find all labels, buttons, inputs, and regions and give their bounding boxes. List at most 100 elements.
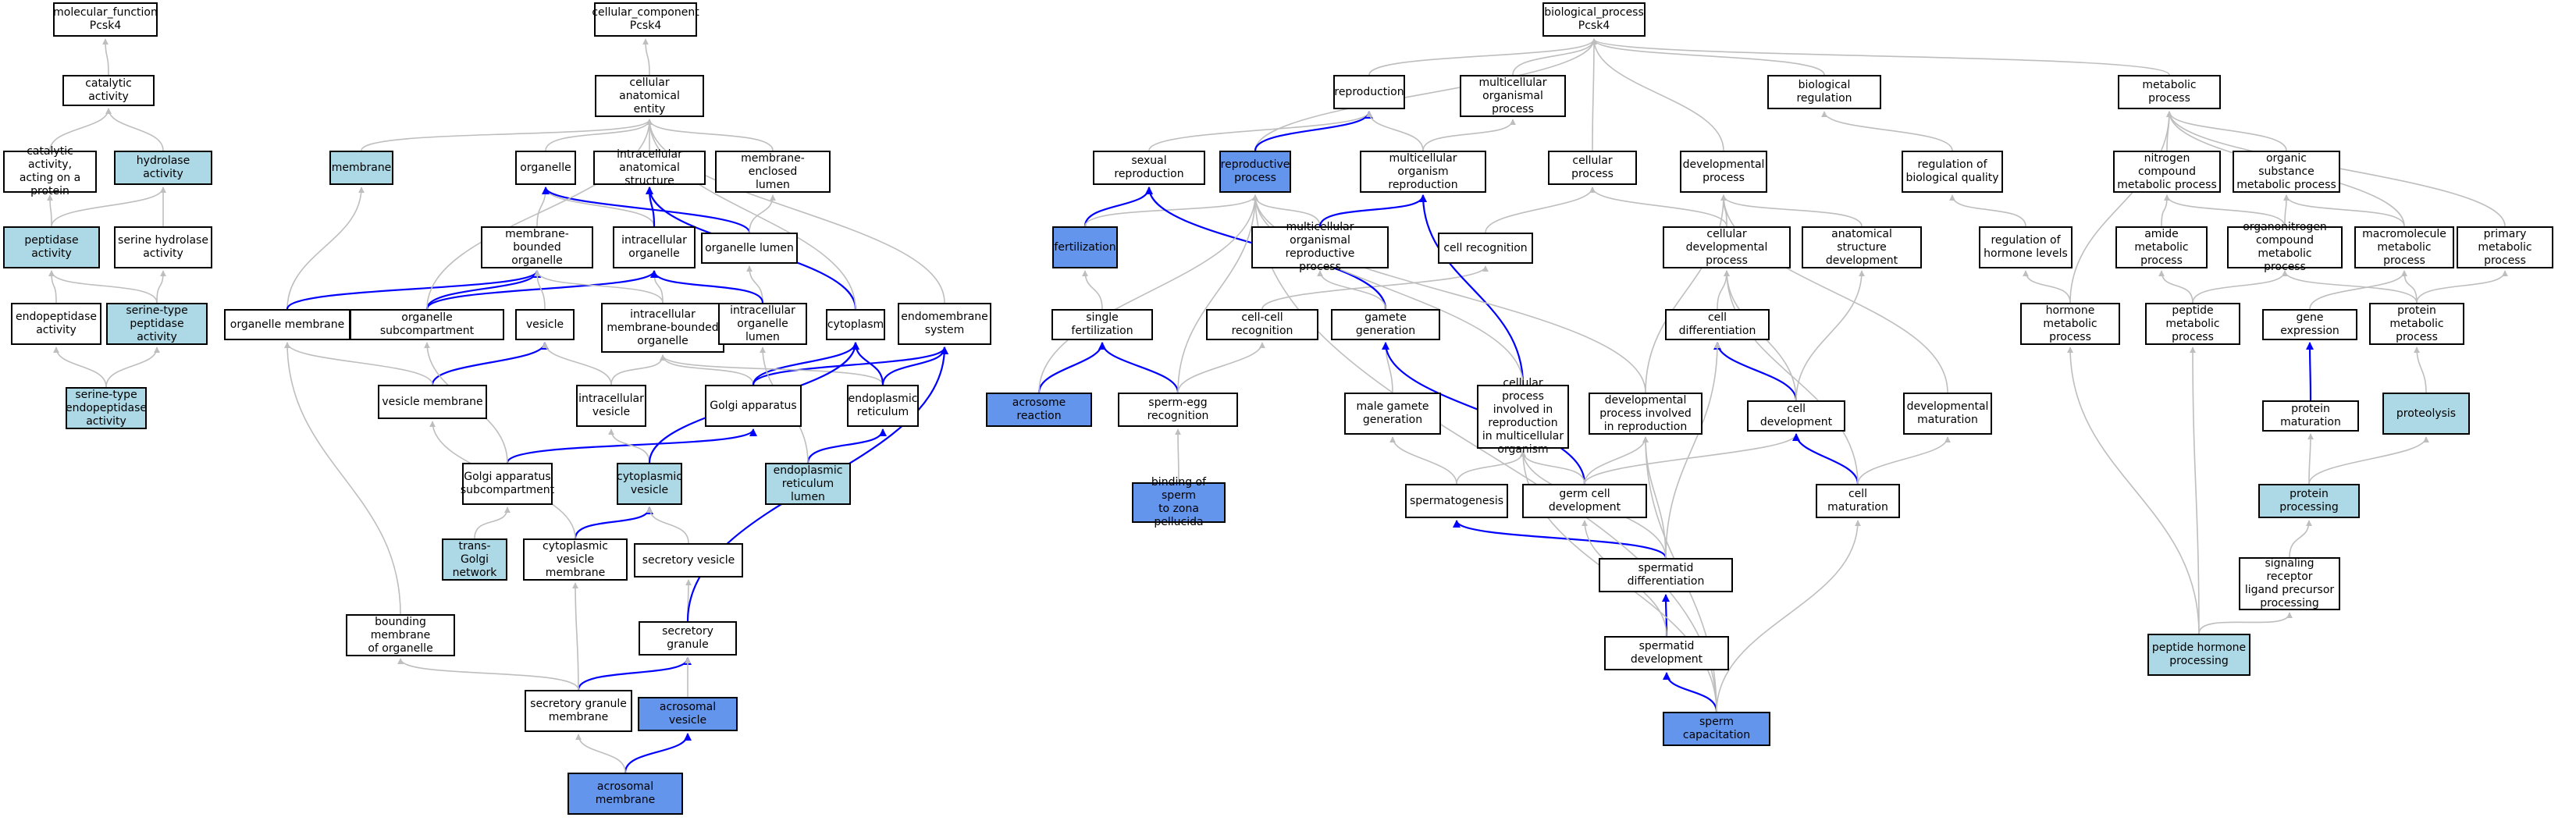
node-acrosomal-vesicle[interactable]: acrosomal vesicle [638, 697, 738, 731]
node-regulation-of-hormone-levels[interactable]: regulation of hormone levels [1979, 226, 2073, 268]
node-cellular-anatomical-entity[interactable]: cellular anatomical entity [595, 75, 704, 117]
node-biological-regulation[interactable]: biological regulation [1767, 75, 1881, 109]
node-secretory-granule-membrane[interactable]: secretory granule membrane [525, 690, 632, 732]
node-cellular-developmental-process[interactable]: cellular developmental process [1663, 226, 1791, 268]
edge-mel-to-cae [646, 119, 774, 151]
node-cell-cell-recognition[interactable]: cell-cell recognition [1206, 309, 1318, 340]
node-germ-cell-development[interactable]: germ cell development [1522, 484, 1647, 518]
node-protein-metabolic-process[interactable]: protein metabolic process [2369, 303, 2464, 345]
node-organelle-membrane[interactable]: organelle membrane [224, 309, 350, 340]
node-binding-of-sperm-to-zona-pellucida[interactable]: binding of sperm to zona pellucida [1132, 476, 1226, 528]
node-reproduction[interactable]: reproduction [1333, 75, 1405, 109]
node-sperm-capacitation[interactable]: sperm capacitation [1663, 712, 1770, 746]
node-spermatid-differentiation[interactable]: spermatid differentiation [1599, 558, 1733, 592]
node-sperm-egg-recognition[interactable]: sperm-egg recognition [1118, 393, 1238, 427]
node-vesicle-membrane[interactable]: vesicle membrane [378, 385, 487, 419]
edge-cd-to-cdp [1717, 270, 1730, 310]
node-amide-metabolic-process[interactable]: amide metabolic process [2115, 226, 2208, 268]
node-multicellular-organism-reproduction[interactable]: multicellular organism reproduction [1360, 151, 1486, 193]
node-cytoplasmic-vesicle-membrane[interactable]: cytoplasmic vesicle membrane [523, 538, 628, 581]
node-acrosomal-membrane[interactable]: acrosomal membrane [568, 773, 683, 815]
node-developmental-process-in-reproduction[interactable]: developmental process involved in reprod… [1589, 393, 1703, 435]
edge-cellproc-to-bp_root [1590, 38, 1597, 151]
node-gene-expression[interactable]: gene expression [2262, 309, 2357, 340]
node-cytoplasm[interactable]: cytoplasm [826, 309, 885, 340]
edge-morp-to-repproc [1252, 194, 1321, 227]
node-organic-substance-metabolic-process[interactable]: organic substance metabolic process [2233, 151, 2340, 193]
node-golgi-apparatus[interactable]: Golgi apparatus [705, 385, 802, 427]
edge-celldev-to-asd [1795, 270, 1865, 401]
edge-ser-to-ccr [1177, 342, 1265, 393]
node-serine-type-endopeptidase-activity[interactable]: serine-type endopeptidase activity [66, 387, 147, 429]
node-regulation-of-biological-quality[interactable]: regulation of biological quality [1902, 151, 2003, 193]
node-hormone-metabolic-process[interactable]: hormone metabolic process [2020, 303, 2120, 345]
node-metabolic-process[interactable]: metabolic process [2118, 75, 2221, 109]
node-cytoplasmic-vesicle[interactable]: cytoplasmic vesicle [617, 463, 682, 505]
node-sexual-reproduction[interactable]: sexual reproduction [1093, 151, 1205, 185]
edge-gcd-to-celldev [1584, 433, 1799, 485]
node-membrane-bounded-organelle[interactable]: membrane-bounded organelle [481, 226, 593, 268]
node-intracellular-anatomical-structure[interactable]: intracellular anatomical structure [593, 148, 706, 187]
node-biological-process-root[interactable]: biological_process Pcsk4 [1542, 2, 1646, 37]
node-membrane-enclosed-lumen[interactable]: membrane-enclosed lumen [715, 151, 831, 193]
node-endoplasmic-reticulum[interactable]: endoplasmic reticulum [847, 385, 919, 427]
node-primary-metabolic-process[interactable]: primary metabolic process [2457, 226, 2553, 268]
node-spermatid-development[interactable]: spermatid development [1604, 636, 1729, 670]
node-cell-maturation[interactable]: cell maturation [1816, 484, 1900, 518]
node-developmental-maturation[interactable]: developmental maturation [1903, 393, 1992, 435]
node-membrane[interactable]: membrane [329, 151, 393, 185]
node-hydrolase-activity[interactable]: hydrolase activity [114, 151, 212, 185]
node-endoplasmic-reticulum-lumen[interactable]: endoplasmic reticulum lumen [765, 463, 851, 505]
node-vesicle[interactable]: vesicle [515, 309, 575, 340]
node-nitrogen-compound-metabolic-process[interactable]: nitrogen compound metabolic process [2113, 151, 2221, 193]
node-gamete-generation[interactable]: gamete generation [1331, 309, 1440, 340]
node-fertilization[interactable]: fertilization [1052, 226, 1118, 268]
node-proteolysis[interactable]: proteolysis [2382, 393, 2470, 435]
node-cellular-component-root[interactable]: cellular_component Pcsk4 [592, 2, 699, 37]
node-protein-maturation[interactable]: protein maturation [2262, 400, 2359, 432]
node-protein-processing[interactable]: protein processing [2258, 484, 2360, 518]
node-intracellular-vesicle[interactable]: intracellular vesicle [576, 385, 646, 427]
node-trans-golgi-network[interactable]: trans-Golgi network [442, 538, 507, 581]
node-single-fertilization[interactable]: single fertilization [1051, 309, 1153, 340]
node-catalytic-activity-on-protein[interactable]: catalytic activity, acting on a protein [3, 145, 97, 197]
node-endopeptidase-activity[interactable]: endopeptidase activity [11, 303, 101, 345]
node-molecular-function-root[interactable]: molecular_function Pcsk4 [53, 2, 158, 37]
node-organelle-subcompartment[interactable]: organelle subcompartment [350, 309, 504, 340]
node-cell-recognition[interactable]: cell recognition [1438, 233, 1533, 264]
node-signaling-receptor-ligand-precursor-processing[interactable]: signaling receptor ligand precursor proc… [2239, 557, 2340, 610]
node-serine-hydrolase-activity[interactable]: serine hydrolase activity [114, 226, 212, 268]
node-endomembrane-system[interactable]: endomembrane system [898, 303, 991, 345]
node-spermatogenesis[interactable]: spermatogenesis [1405, 484, 1508, 518]
node-catalytic-activity[interactable]: catalytic activity [62, 75, 155, 106]
node-developmental-process[interactable]: developmental process [1680, 151, 1767, 193]
node-reproductive-process[interactable]: reproductive process [1219, 151, 1291, 193]
node-golgi-apparatus-subcompartment[interactable]: Golgi apparatus subcompartment [461, 463, 554, 505]
node-cellular-process[interactable]: cellular process [1548, 151, 1637, 185]
node-intracellular-membrane-bounded-organelle[interactable]: intracellular membrane-bounded organelle [601, 303, 724, 353]
edge-sd-to-dpir [1642, 436, 1667, 559]
node-multicellular-organismal-process[interactable]: multicellular organismal process [1460, 75, 1566, 117]
edge-sd-to-sperm [1453, 520, 1667, 559]
node-macromolecule-metabolic-process[interactable]: macromolecule metabolic process [2354, 226, 2454, 268]
node-organelle[interactable]: organelle [515, 151, 576, 185]
node-acrosome-reaction[interactable]: acrosome reaction [986, 393, 1092, 427]
node-multicellular-organismal-reproductive-process[interactable]: multicellular organismal reproductive pr… [1251, 221, 1389, 273]
node-organonitrogen-compound-metabolic-process[interactable]: organonitrogen compound metabolic proces… [2227, 221, 2343, 273]
node-cellular-process-in-reproduction-multicellular[interactable]: cellular process involved in reproductio… [1477, 377, 1569, 456]
node-bounding-membrane-of-organelle[interactable]: bounding membrane of organelle [346, 614, 455, 656]
node-male-gamete-generation[interactable]: male gamete generation [1344, 393, 1441, 435]
edge-catalytic-to-mf_root [102, 38, 109, 76]
node-anatomical-structure-development[interactable]: anatomical structure development [1802, 226, 1922, 268]
node-peptidase-activity[interactable]: peptidase activity [3, 226, 100, 268]
node-cell-development[interactable]: cell development [1747, 400, 1845, 432]
node-intracellular-organelle-lumen[interactable]: intracellular organelle lumen [718, 303, 807, 345]
node-intracellular-organelle[interactable]: intracellular organelle [613, 226, 696, 268]
node-secretory-granule[interactable]: secretory granule [639, 621, 737, 656]
node-secretory-vesicle[interactable]: secretory vesicle [634, 543, 743, 577]
node-peptide-metabolic-process[interactable]: peptide metabolic process [2145, 303, 2240, 345]
node-organelle-lumen[interactable]: organelle lumen [701, 233, 798, 264]
node-cell-differentiation[interactable]: cell differentiation [1665, 309, 1770, 340]
node-peptide-hormone-processing[interactable]: peptide hormone processing [2147, 634, 2250, 676]
node-serine-type-peptidase-activity[interactable]: serine-type peptidase activity [106, 303, 208, 345]
